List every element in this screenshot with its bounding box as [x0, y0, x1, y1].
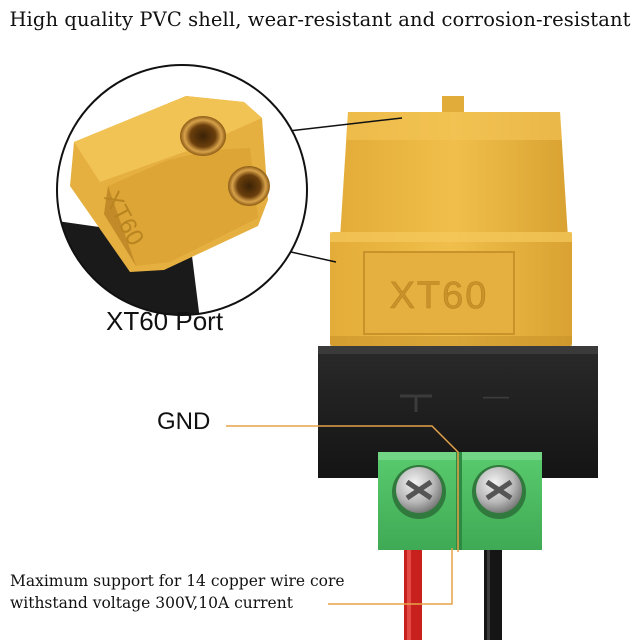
screw-terminal-left-icon — [392, 465, 446, 519]
red-wire — [404, 548, 422, 640]
housing-brand-mark: XT60 — [390, 275, 489, 317]
port-zoom-callout — [56, 64, 403, 316]
spec-line-1: Maximum support for 14 copper wire core — [10, 572, 345, 590]
xt60-yellow-housing — [330, 96, 572, 346]
headline: High quality PVC shell, wear-resistant a… — [9, 8, 631, 31]
black-shell — [318, 346, 598, 478]
screw-terminal-right-icon — [472, 465, 526, 519]
spec-callout-line — [328, 548, 453, 605]
spec-text: Maximum support for 14 copper wire core … — [10, 570, 345, 614]
gnd-label: GND — [157, 408, 211, 435]
polarity-minus: — — [483, 380, 509, 410]
spec-line-2: withstand voltage 300V,10A current — [10, 594, 293, 612]
gnd-callout-line — [226, 425, 459, 552]
black-wire — [484, 548, 502, 640]
port-label: XT60 Port — [106, 306, 224, 336]
